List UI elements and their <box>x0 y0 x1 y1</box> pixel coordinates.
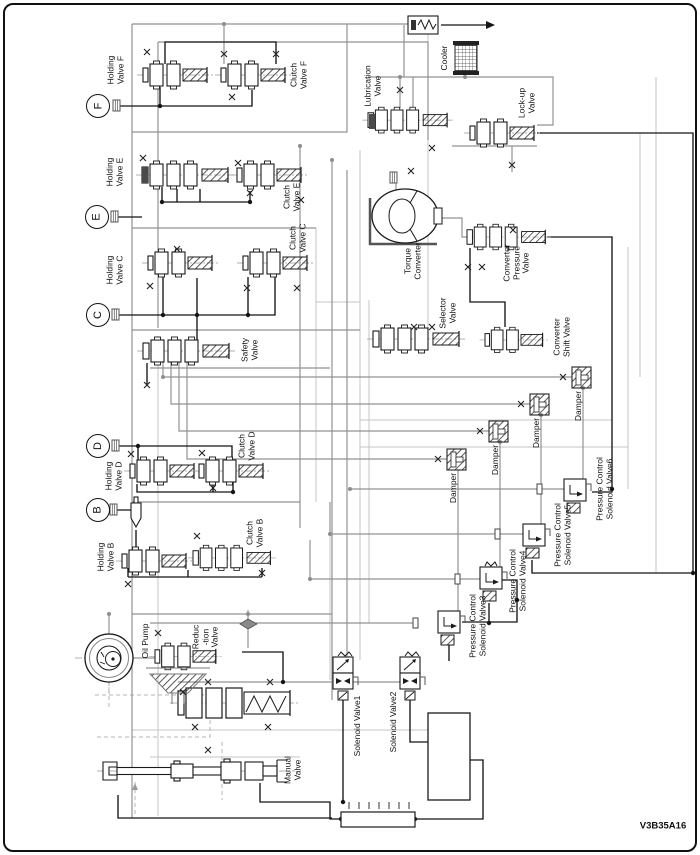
safety-valve-spool <box>137 337 237 365</box>
strainer-symbol <box>340 802 416 828</box>
manual-valve-spool <box>97 758 295 784</box>
clutch-valve-c-spool <box>237 249 315 277</box>
port-letter-b: B <box>92 506 104 514</box>
flow-arrow-up <box>132 783 138 790</box>
label-clutch-valve-b: Clutch Valve B <box>244 518 264 548</box>
flow-arrow-right <box>486 21 495 29</box>
label-damper-1: Damper <box>573 390 584 422</box>
torque-converter-symbol <box>368 188 443 246</box>
reservoir-box <box>427 712 471 801</box>
label-holding-valve-e: Holding Valve E <box>104 157 124 187</box>
label-damper-3: Damper <box>490 444 501 476</box>
label-torque-converter: Torque Converter <box>402 242 422 280</box>
routing-lines-light <box>132 24 657 819</box>
label-selector-valve: Selector Valve <box>437 297 457 329</box>
detent-bracket <box>117 795 332 819</box>
label-safety-valve: Safety Valve <box>239 337 259 363</box>
figure-code: V3B35A16 <box>639 820 687 832</box>
pcs4-spring <box>484 561 498 567</box>
label-damper-4: Damper <box>448 472 459 504</box>
label-lubrication-valve: Lubrication Valve <box>362 65 382 107</box>
dark-end-cap <box>369 114 375 129</box>
holding-valve-c-spool <box>142 249 220 277</box>
label-oil-pump: Oil Pump <box>140 623 151 659</box>
damper-1 <box>571 366 592 389</box>
label-pcs6: Pressure Control Solenoid Valve6 <box>594 457 614 521</box>
label-clutch-valve-d: Clutch Valve D <box>236 431 256 461</box>
label-reduction-valve: Reduc -tion Valve <box>190 624 220 650</box>
holding-valve-e-spool <box>136 161 236 189</box>
label-manual-valve: Manual Valve <box>282 756 302 784</box>
damper-2 <box>529 393 550 416</box>
label-pcs3: Pressure Control Solenoid Valve3 <box>467 594 487 658</box>
pump-suction-funnel <box>146 667 210 704</box>
label-cooler: Cooler <box>439 45 450 71</box>
label-damper-2: Damper <box>531 417 542 449</box>
label-holding-valve-c: Holding Valve C <box>104 255 124 285</box>
pressure-control-solenoid-valve3 <box>437 610 466 646</box>
port-circle-c: C <box>86 303 110 327</box>
label-clutch-valve-c: Clutch Valve C <box>287 223 307 253</box>
label-holding-valve-b: Holding Valve B <box>95 542 115 572</box>
label-lockup-valve: Lock-up Valve <box>516 87 536 119</box>
damper-3 <box>488 420 509 443</box>
regulator-valve-spool <box>169 687 301 719</box>
clutch-valve-f-spool <box>215 61 293 89</box>
oil-pump-symbol <box>75 626 145 694</box>
solenoid-valve1-symbol <box>332 651 359 701</box>
port-circle-d: D <box>86 434 110 458</box>
lockup-valve-spool <box>464 119 542 147</box>
port-circle-b: B <box>86 498 110 522</box>
dark-end-cap <box>142 167 148 183</box>
clutch-valve-b-spool <box>188 545 278 570</box>
label-clutch-valve-e: Clutch Valve E <box>281 182 301 212</box>
selector-valve-spool <box>367 325 467 353</box>
holding-valve-d-spool <box>124 457 202 485</box>
lubrication-valve-spool <box>362 107 454 133</box>
junction-dots-black <box>135 103 696 822</box>
label-converter-pressure-valve: Converter Pressure Valve <box>501 244 531 282</box>
port-letter-e: E <box>91 213 103 221</box>
port-letter-f: F <box>91 102 104 110</box>
damper-4 <box>446 448 467 471</box>
port-circle-f: F <box>86 94 110 118</box>
orifice-diamond <box>239 618 258 630</box>
label-pcs5: Pressure Control Solenoid Valve5 <box>552 503 572 567</box>
check-valve-capsule <box>130 496 142 529</box>
converter-shift-valve-spool <box>480 327 550 352</box>
solenoid-valve2-symbol <box>399 651 426 701</box>
clutch-valve-d-spool <box>193 457 271 485</box>
label-solenoid-valve2: Solenoid Valve2 <box>388 691 399 753</box>
label-pcs4: Pressure Control Solenoid Valve4 <box>507 549 527 613</box>
label-converter-shift-valve: Converter Shift Valve <box>551 316 571 358</box>
port-letter-c: C <box>91 311 104 319</box>
label-holding-valve-d: Holding Valve D <box>103 461 123 491</box>
label-holding-valve-f: Holding Valve F <box>105 55 125 85</box>
port-letter-d: D <box>91 442 104 450</box>
cooler-symbol <box>453 41 479 75</box>
holding-valve-f-spool <box>137 61 215 89</box>
relief-valve-symbol <box>407 15 439 35</box>
port-circle-e: E <box>85 205 109 229</box>
label-clutch-valve-f: Clutch Valve F <box>288 60 308 90</box>
label-solenoid-valve1: Solenoid Valve1 <box>352 695 363 757</box>
